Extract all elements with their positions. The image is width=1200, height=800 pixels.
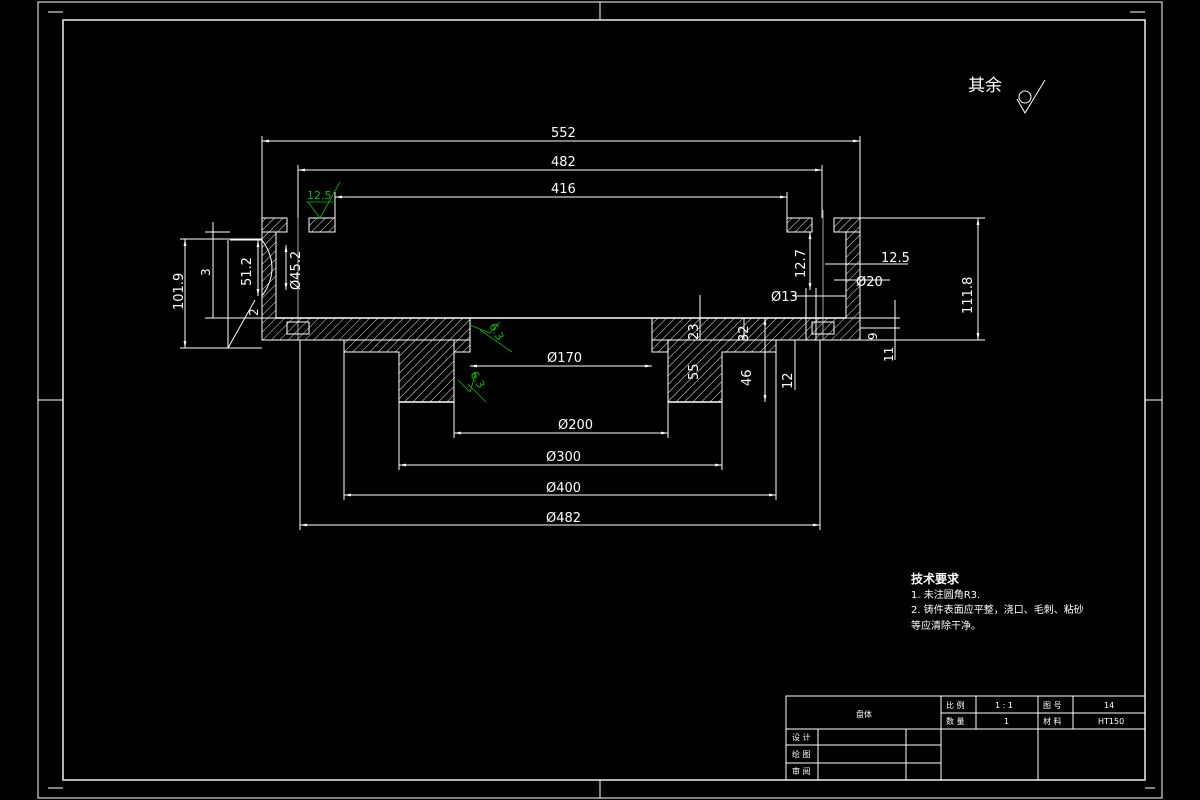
roughness-6-3-a: 6.3	[486, 321, 506, 343]
dim-11: 11	[882, 347, 896, 362]
dim-416: 416	[551, 182, 576, 197]
material-label: 材 料	[1043, 716, 1062, 726]
dim-12-5: 12.5	[881, 251, 910, 266]
quantity-label: 数 量	[946, 716, 965, 726]
dim-101-9: 101.9	[172, 273, 187, 310]
quantity-value: 1	[1004, 717, 1009, 726]
dimension-texts: 552 482 416 101.9 3 51.2 Ø45.2 2 12.7 12…	[172, 126, 976, 526]
dim-phi300: Ø300	[546, 450, 581, 465]
tech-line-3: 等应清除干净。	[911, 619, 981, 632]
sheet-frame	[37, 1, 1163, 799]
tech-line-1: 1. 未注圆角R3.	[911, 588, 980, 601]
drawing-no-value: 14	[1104, 701, 1114, 710]
dim-9: 9	[866, 332, 880, 340]
tech-line-2: 2. 铸件表面应平整，浇口、毛刺、粘砂	[911, 603, 1084, 616]
dim-23: 23	[687, 323, 702, 340]
dim-482: 482	[551, 155, 576, 170]
drawing-no-label: 图 号	[1043, 701, 1062, 710]
dim-32: 32	[737, 325, 752, 342]
dim-12: 12	[781, 372, 796, 389]
tech-title: 技术要求	[911, 571, 960, 586]
dim-phi200: Ø200	[558, 418, 593, 433]
dim-55: 55	[687, 363, 702, 380]
scale-value: 1 : 1	[995, 701, 1013, 710]
dim-3: 3	[199, 268, 213, 276]
roughness-6-3-b: 6.3	[467, 369, 487, 391]
surface-roughness-note: 其余	[968, 76, 1046, 114]
dim-2: 2	[247, 308, 261, 316]
drawn-label: 绘 图	[792, 749, 811, 759]
material-value: HT150	[1098, 717, 1124, 726]
designed-label: 设 计	[792, 732, 811, 742]
dim-111-8: 111.8	[961, 277, 976, 314]
roughness-symbol-icon	[1016, 79, 1046, 114]
title-block: 盘体 比 例 1 : 1 图 号 14 数 量 1 材 料 HT150 设 计 …	[785, 695, 1146, 781]
reviewed-label: 审 阅	[792, 766, 811, 776]
dim-phi13: Ø13	[771, 290, 798, 305]
part-section	[261, 210, 861, 403]
dim-552: 552	[551, 126, 576, 141]
roughness-circle-icon	[1018, 90, 1032, 104]
dim-46: 46	[740, 369, 755, 386]
roughness-symbols	[306, 181, 513, 403]
dim-phi482: Ø482	[546, 511, 581, 526]
dim-12-7: 12.7	[794, 249, 809, 278]
dim-phi170: Ø170	[547, 351, 582, 366]
surface-note-text: 其余	[968, 76, 1002, 96]
scale-label: 比 例	[946, 700, 965, 710]
dim-51-2: 51.2	[240, 257, 255, 286]
part-name: 盘体	[856, 709, 872, 719]
dim-phi400: Ø400	[546, 481, 581, 496]
technical-requirements: 技术要求 1. 未注圆角R3. 2. 铸件表面应平整，浇口、毛刺、粘砂 等应清除…	[911, 571, 1084, 632]
dim-phi20: Ø20	[856, 275, 883, 290]
dimension-lines	[180, 136, 985, 530]
roughness-12-5: 12.5	[307, 189, 332, 202]
dim-phi45-2: Ø45.2	[289, 251, 304, 290]
